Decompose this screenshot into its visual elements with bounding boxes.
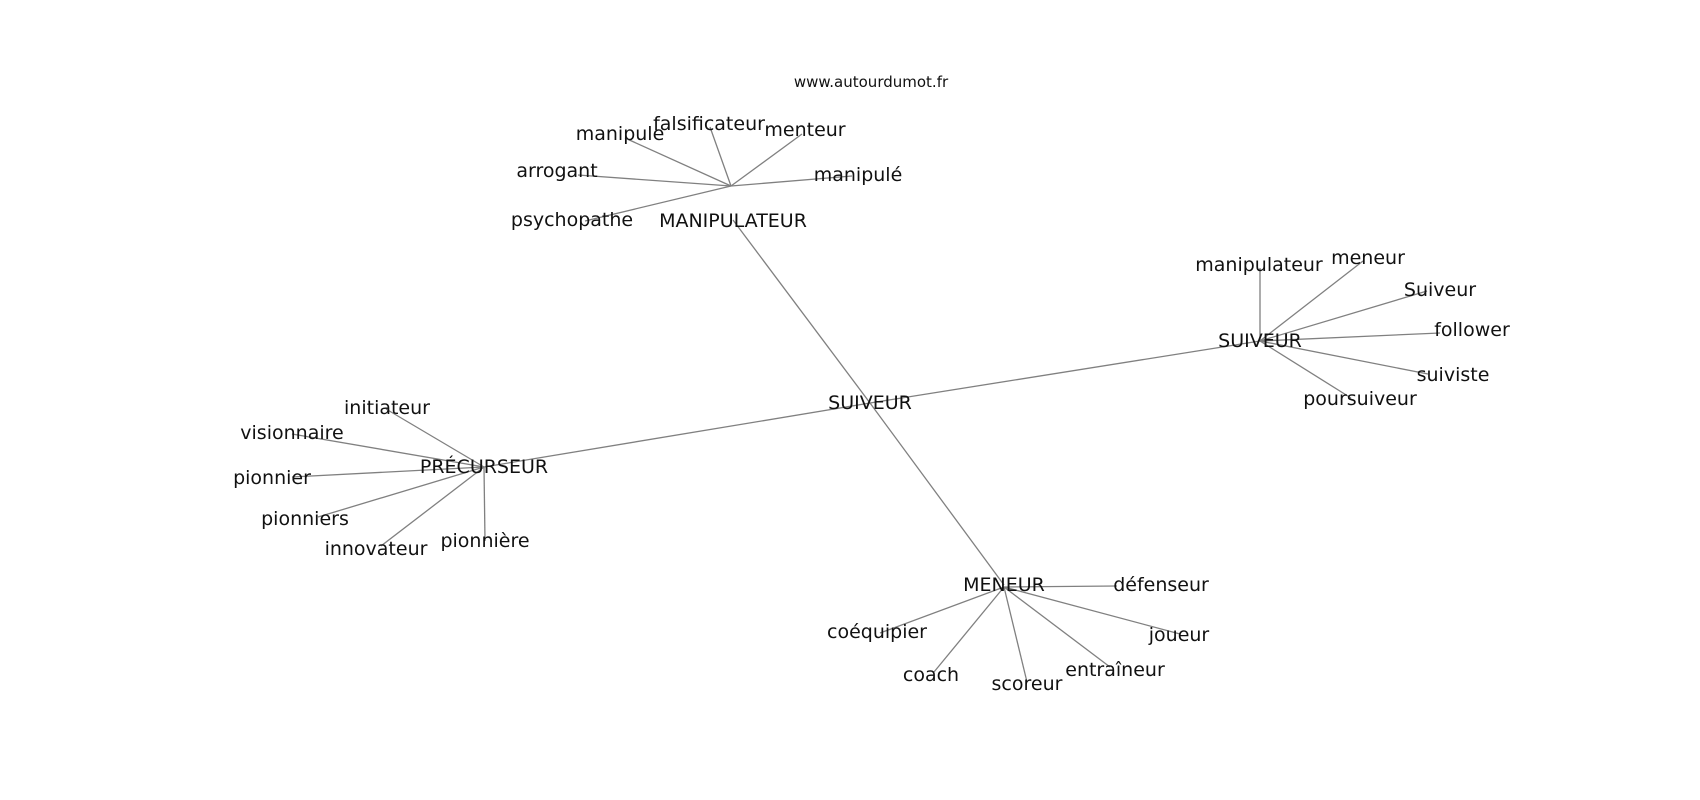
edge-suiveur-hub-to-suiveur (1259, 290, 1428, 342)
edge-meneur-hub-to-coequipier (879, 586, 1005, 634)
edge-manipulateur-hub-to-manipule (730, 175, 853, 187)
edge-suiveur-hub-to-poursuiveur (1259, 340, 1352, 399)
edge-precurseur-hub-to-visionnaire (291, 433, 485, 468)
leaf-node-pionniere-2: pionnière (440, 530, 529, 552)
edge-meneur-hub-to-joueur (1003, 586, 1181, 635)
edge-precurseur-hub-to-pionniers (317, 466, 485, 518)
center-node-label: SUIVEUR (828, 392, 912, 414)
leaf-node-manipule-0: manipulé (814, 164, 903, 186)
leaf-node-falsificateur-0: falsificateur (653, 113, 765, 135)
hub-node-manipulateur-hub: MANIPULATEUR (659, 210, 807, 232)
leaf-node-pionnier-2: pionnier (233, 467, 311, 489)
edge-precurseur-hub-to-initiateur (385, 408, 485, 468)
edge-suiveur-hub-to-suiviste (1259, 340, 1429, 375)
edge-meneur-hub-to-entraineur (1003, 586, 1111, 668)
hub-node-suiveur-hub: SUIVEUR (1218, 330, 1302, 352)
edge-center-to-manipulateur-hub (732, 219, 871, 404)
edge-manipulateur-hub-to-manipule (624, 137, 732, 187)
leaf-node-initiateur-2: initiateur (344, 397, 430, 419)
edge-suiveur-hub-to-meneur (1259, 260, 1364, 342)
leaf-node-meneur-1: meneur (1331, 247, 1405, 269)
leaf-node-follower-1: follower (1434, 319, 1510, 341)
leaf-node-psychopathe-0: psychopathe (511, 209, 633, 231)
edge-manipulateur-hub-to-menteur (730, 133, 803, 187)
edge-precurseur-hub-to-pionnier (291, 466, 485, 478)
leaf-node-innovateur-2: innovateur (325, 538, 428, 560)
edge-manipulateur-hub-to-arrogant (577, 174, 732, 187)
edge-precurseur-hub-to-innovateur (380, 466, 485, 547)
hub-node-meneur-hub: MENEUR (963, 574, 1045, 596)
edge-meneur-hub-to-coach (933, 586, 1005, 673)
leaf-node-coequipier-3: coéquipier (827, 621, 927, 643)
edge-meneur-hub-to-defenseur (1003, 585, 1118, 588)
leaf-node-scoreur-3: scoreur (992, 673, 1063, 695)
leaf-node-poursuiveur-1: poursuiveur (1303, 388, 1417, 410)
leaf-node-defenseur-3: défenseur (1113, 574, 1209, 596)
leaf-node-arrogant-0: arrogant (516, 160, 597, 182)
leaf-node-manipule-0: manipule (576, 123, 665, 145)
leaf-node-suiviste-1: suiviste (1417, 364, 1490, 386)
edge-precurseur-hub-to-pionniere (483, 466, 486, 542)
leaf-node-joueur-3: joueur (1148, 624, 1210, 646)
leaf-node-suiveur-1: Suiveur (1404, 279, 1476, 301)
leaf-node-coach-3: coach (903, 664, 959, 686)
edge-suiveur-hub-to-follower (1259, 332, 1441, 342)
watermark: www.autourdumot.fr (794, 73, 949, 91)
edge-manipulateur-hub-to-psychopathe (584, 185, 732, 222)
leaf-node-entraineur-3: entraîneur (1065, 659, 1165, 681)
leaf-node-pionniers-2: pionniers (261, 508, 349, 530)
edge-center-to-precurseur-hub (483, 402, 871, 468)
leaf-node-visionnaire-2: visionnaire (240, 422, 343, 444)
edge-meneur-hub-to-scoreur (1003, 586, 1028, 683)
edge-center-to-meneur-hub (869, 402, 1005, 586)
leaf-node-manipulateur-1: manipulateur (1195, 254, 1323, 276)
edge-manipulateur-hub-to-falsificateur (709, 126, 732, 187)
leaf-node-menteur-0: menteur (764, 119, 845, 141)
edge-center-to-suiveur-hub (869, 340, 1261, 404)
graph-edges (291, 126, 1441, 683)
hub-node-precurseur-hub: PRÉCURSEUR (420, 455, 548, 478)
